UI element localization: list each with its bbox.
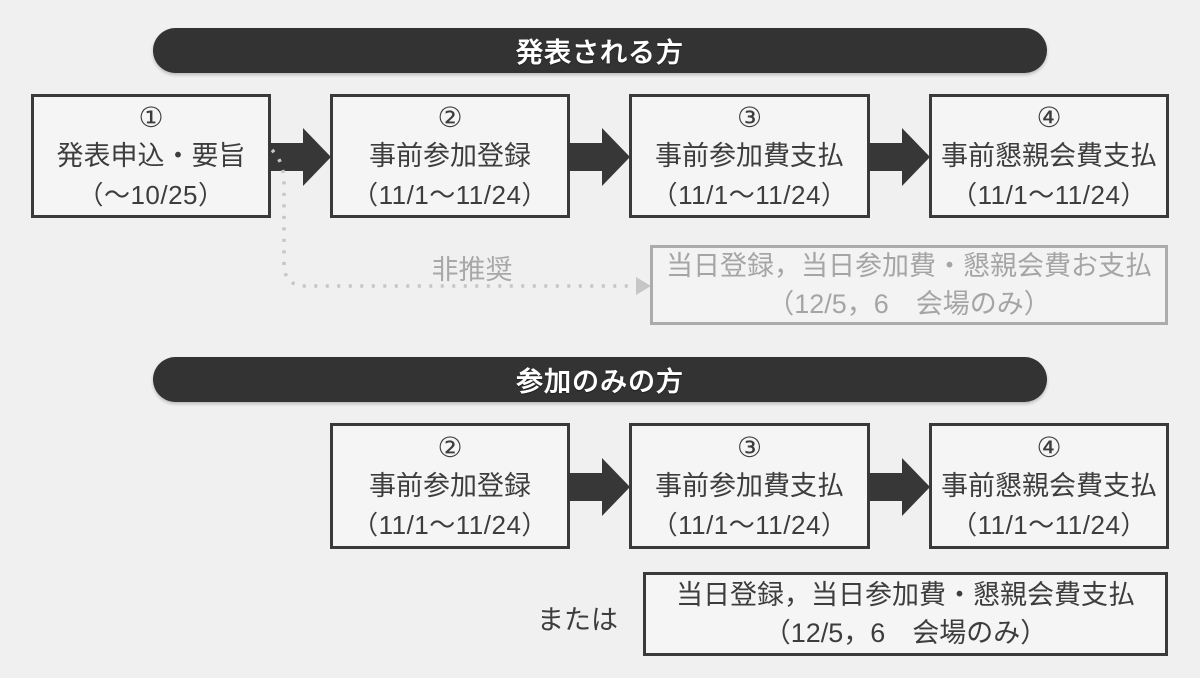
flow-box-abstract-submission: ① 発表申込・要旨 （〜10/25）	[31, 94, 271, 218]
onsite-registration-box-attendees: 当日登録，当日参加費・懇親会費支払 （12/5，6 会場のみ）	[643, 572, 1168, 656]
step-title: 事前懇親会費支払	[941, 470, 1157, 501]
onsite-registration-box-presenters: 当日登録，当日参加費・懇親会費お支払 （12/5，6 会場のみ）	[650, 245, 1168, 325]
onsite-line2: （12/5，6 会場のみ）	[763, 618, 1048, 648]
flow-arrow-icon	[568, 458, 630, 516]
step-number: ②	[437, 431, 463, 463]
flow-box-pre-banquet-payment: ④ 事前懇親会費支払 （11/1〜11/24）	[929, 94, 1169, 218]
step-title: 事前参加費支払	[655, 140, 844, 171]
step-period: （11/1〜11/24）	[951, 179, 1147, 210]
section-header-attendees: 参加のみの方	[153, 357, 1047, 402]
onsite-line2: （12/5，6 会場のみ）	[767, 289, 1051, 319]
step-period: （〜10/25）	[77, 179, 225, 210]
step-number: ①	[138, 101, 164, 133]
step-period: （11/1〜11/24）	[352, 179, 548, 210]
section-header-attendees-label: 参加のみの方	[516, 367, 684, 397]
onsite-line1: 当日登録，当日参加費・懇親会費お支払	[666, 251, 1152, 281]
step-period: （11/1〜11/24）	[651, 179, 848, 210]
step-number: ④	[1036, 431, 1062, 463]
section-header-presenters-label: 発表される方	[516, 38, 684, 68]
flow-box-pre-registration: ② 事前参加登録 （11/1〜11/24）	[330, 94, 570, 218]
flow-arrow-icon	[568, 128, 630, 186]
step-period: （11/1〜11/24）	[951, 509, 1147, 540]
step-number: ③	[736, 431, 763, 463]
flow-box-pre-registration-2: ② 事前参加登録 （11/1〜11/24）	[330, 423, 570, 549]
flow-arrow-icon	[868, 128, 930, 186]
flow-box-pre-fee-payment: ③ 事前参加費支払 （11/1〜11/24）	[629, 94, 870, 218]
onsite-line1: 当日登録，当日参加費・懇親会費支払	[676, 580, 1135, 610]
step-number: ④	[1036, 101, 1062, 133]
step-title: 事前参加費支払	[655, 470, 844, 501]
flow-arrow-icon	[868, 458, 930, 516]
step-title: 事前参加登録	[369, 140, 531, 171]
step-title: 事前懇親会費支払	[941, 140, 1157, 171]
not-recommended-label: 非推奨	[431, 255, 513, 285]
flow-box-pre-fee-payment-2: ③ 事前参加費支払 （11/1〜11/24）	[629, 423, 870, 549]
step-period: （11/1〜11/24）	[352, 509, 548, 540]
or-label: または	[537, 605, 618, 635]
step-title: 発表申込・要旨	[56, 140, 246, 171]
step-number: ③	[736, 101, 763, 133]
flow-box-pre-banquet-payment-2: ④ 事前懇親会費支払 （11/1〜11/24）	[929, 423, 1169, 549]
step-title: 事前参加登録	[369, 470, 531, 501]
flow-arrow-icon	[269, 128, 331, 186]
step-period: （11/1〜11/24）	[651, 509, 848, 540]
section-header-presenters: 発表される方	[153, 28, 1047, 73]
step-number: ②	[437, 101, 463, 133]
